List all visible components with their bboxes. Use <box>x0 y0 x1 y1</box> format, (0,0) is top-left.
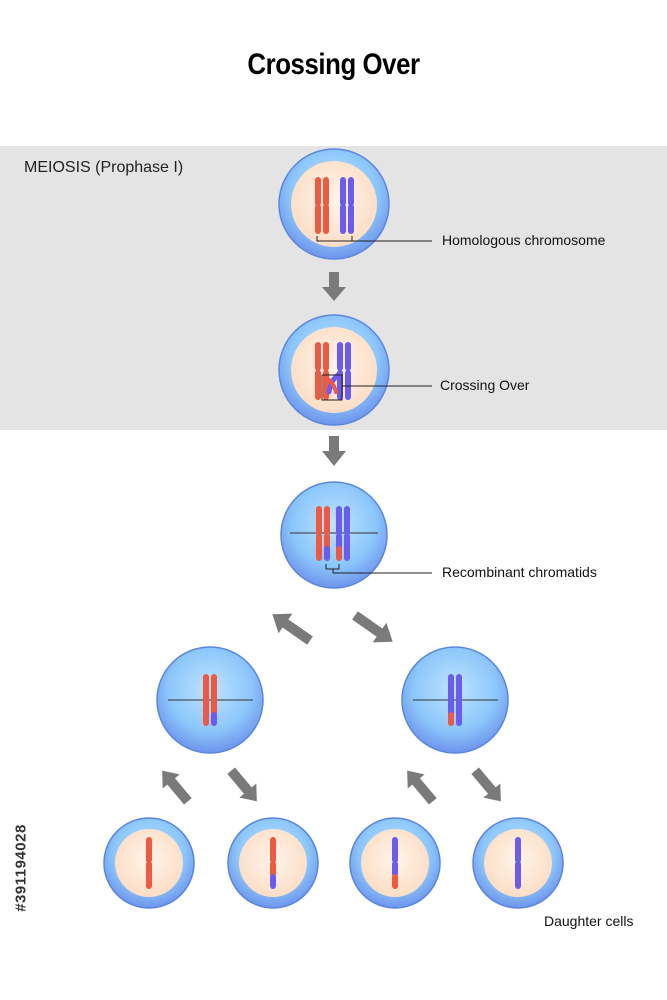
red-chromosome <box>315 177 329 234</box>
label-crossing-over: Crossing Over <box>440 377 530 393</box>
red-chromosome <box>316 506 330 561</box>
label-homologous-chromosome: Homologous chromosome <box>442 232 606 248</box>
stock-id-watermark: #391194028 <box>12 768 30 968</box>
cell-meiosis-left <box>156 646 264 754</box>
label-recombinant-chromatids: Recombinant chromatids <box>442 564 597 580</box>
diagonal-arrow-icon <box>407 770 437 805</box>
daughter-cell-3 <box>349 817 441 909</box>
cell-meiosis-right <box>401 646 509 754</box>
cell-recombinant <box>280 481 432 589</box>
blue-chromosome <box>336 506 350 561</box>
daughter-cell-1 <box>103 817 195 909</box>
red-chromosome <box>315 342 329 400</box>
cell-prophase-homologous <box>278 148 432 260</box>
diagonal-arrow-icon <box>272 613 313 645</box>
stock-id-text: #391194028 <box>12 824 30 912</box>
diagonal-arrow-icon <box>162 770 192 805</box>
down-arrow-icon <box>322 436 346 466</box>
daughter-cell-2 <box>227 817 319 909</box>
blue-chromosome <box>340 177 354 234</box>
diagonal-arrow-icon <box>352 611 393 643</box>
cell-prophase-crossing-over <box>278 314 432 426</box>
label-daughter-cells: Daughter cells <box>544 913 634 929</box>
diagram-title: Crossing Over <box>247 48 420 81</box>
daughter-cell-4 <box>472 817 564 909</box>
stage-label: MEIOSIS (Prophase I) <box>24 159 184 176</box>
diagonal-arrow-icon <box>227 767 257 802</box>
down-arrow-icon <box>322 272 346 301</box>
diagonal-arrow-icon <box>471 767 501 802</box>
